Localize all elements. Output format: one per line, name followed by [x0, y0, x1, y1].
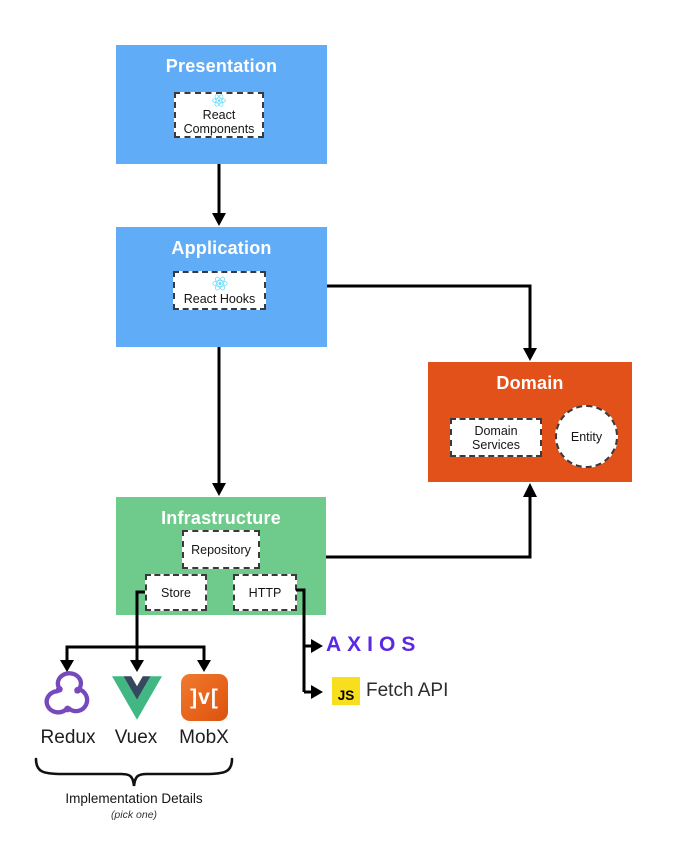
- annotation-subtitle: (pick one): [110, 809, 158, 821]
- layer-title-application: Application: [171, 238, 272, 258]
- layer-domain: Domain Domain Services Entity: [428, 362, 632, 482]
- layer-presentation: Presentation React Components: [116, 45, 327, 164]
- redux-knot-icon: [44, 671, 92, 726]
- arrow-application-to-domain: [327, 284, 532, 353]
- arrowhead-infrastructure: [212, 483, 226, 496]
- arrowhead-vuex: [130, 660, 144, 672]
- arrowhead-domain-top: [523, 348, 537, 361]
- arrowhead-axios: [311, 639, 323, 653]
- mobx-brackets-icon: ]v[: [181, 674, 228, 721]
- js-square-icon: JS: [332, 677, 360, 705]
- layer-application: Application React Hooks: [116, 227, 327, 347]
- node-label-entity: Entity: [570, 429, 603, 444]
- axios-wordmark: AXIOS: [326, 633, 422, 656]
- node-domain-services: Domain Services: [450, 418, 542, 457]
- node-react-components: React Components: [174, 92, 264, 138]
- mobx-label: MobX: [179, 727, 229, 748]
- arrowhead-domain-bottom: [523, 483, 537, 497]
- node-react-hooks: React Hooks: [173, 271, 266, 310]
- node-http: HTTP: [233, 574, 297, 611]
- node-store: Store: [145, 574, 207, 611]
- node-label-react-hooks: React Hooks: [183, 291, 256, 306]
- react-atom-icon: [211, 276, 228, 290]
- node-label-http: HTTP: [248, 585, 282, 600]
- vue-v-icon: [112, 676, 162, 725]
- fetch-api-label: Fetch API: [366, 680, 449, 701]
- node-entity: Entity: [555, 405, 618, 468]
- layer-infrastructure: Infrastructure Repository Store HTTP: [116, 497, 326, 615]
- layer-title-presentation: Presentation: [165, 56, 278, 76]
- node-label-repository: Repository: [191, 542, 251, 557]
- vuex-label: Vuex: [114, 727, 158, 748]
- annotation-title: Implementation Details: [65, 791, 203, 806]
- node-label-domain-services: Domain Services: [472, 423, 520, 452]
- react-atom-icon: [212, 94, 226, 107]
- layer-title-infrastructure: Infrastructure: [161, 508, 281, 528]
- arrowhead-fetch: [311, 685, 323, 699]
- arrowhead-mobx: [197, 660, 211, 672]
- mobx-icon-text: ]v[: [190, 685, 219, 709]
- redux-label: Redux: [40, 727, 96, 748]
- node-label-react-components: React Components: [183, 108, 255, 136]
- node-label-store: Store: [161, 585, 191, 600]
- layer-title-domain: Domain: [496, 373, 564, 393]
- node-repository: Repository: [182, 530, 260, 569]
- arrow-infrastructure-to-domain: [326, 491, 532, 559]
- js-badge-text: JS: [337, 688, 355, 703]
- curly-brace: [34, 757, 234, 787]
- arrowhead-application: [212, 213, 226, 226]
